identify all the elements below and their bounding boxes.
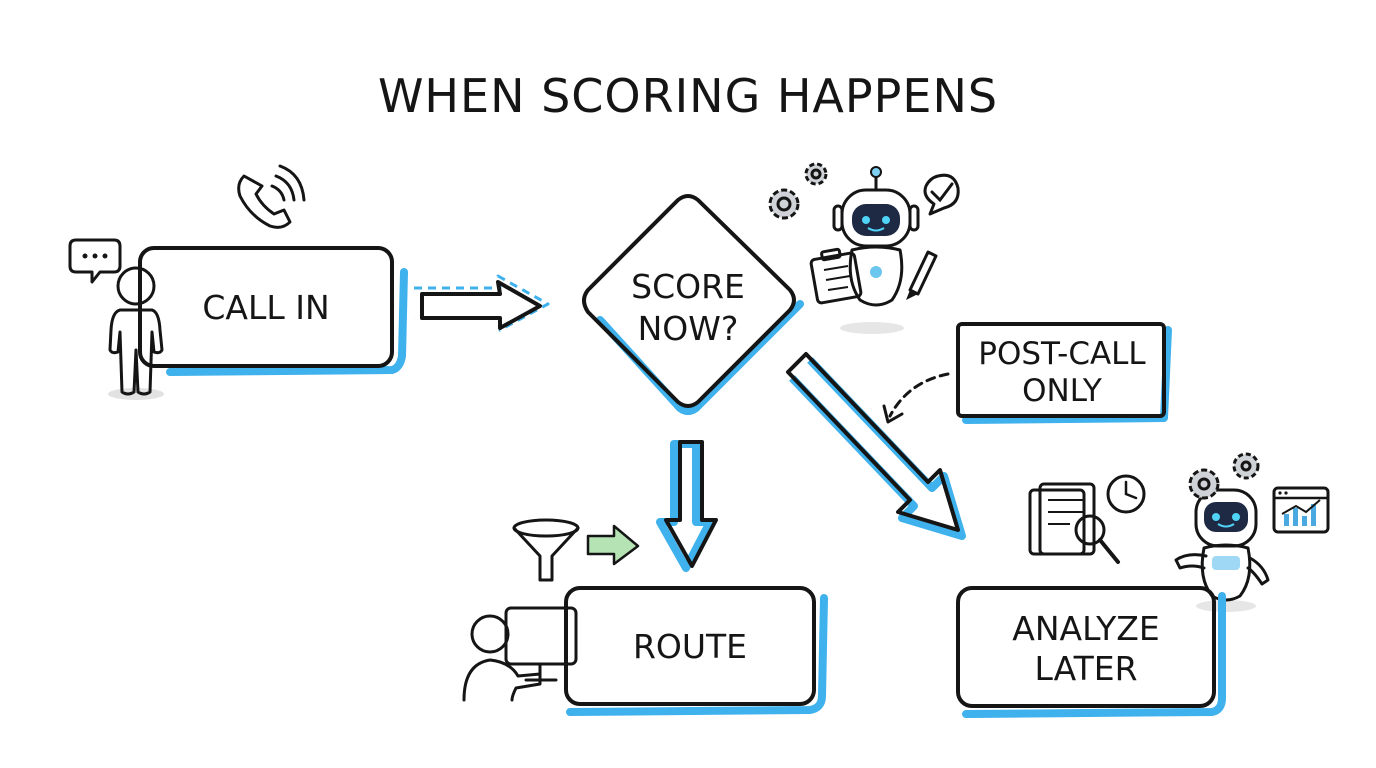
node-route-label: ROUTE	[633, 627, 747, 666]
node-score-now-label-line1: SCORE	[631, 267, 745, 306]
node-score-now-label-line2: NOW?	[638, 309, 739, 348]
node-score-now: SCORE NOW?	[582, 194, 804, 415]
node-analyze-later-label-line1: ANALYZE	[1012, 609, 1159, 648]
note-shadow	[962, 326, 1172, 424]
node-call-in-label: CALL IN	[202, 288, 329, 327]
node-analyze-later-label-line2: LATER	[1034, 649, 1137, 688]
document-search-icon	[1028, 482, 1120, 564]
gear-icon	[1188, 452, 1260, 500]
node-analyze-later: ANALYZE LATER	[956, 586, 1226, 718]
arrow-call-to-score	[414, 274, 550, 332]
arrow-score-to-route	[656, 440, 718, 572]
robot-icon	[809, 166, 938, 334]
agent-at-computer-icon	[462, 606, 578, 702]
clock-icon	[1106, 474, 1146, 514]
node-analyze-later-shadow	[962, 592, 1226, 718]
node-route-box	[564, 586, 816, 706]
node-route-shadow	[566, 594, 828, 716]
node-call-in-box	[138, 246, 394, 368]
node-score-now-shadow	[596, 300, 804, 415]
gear-icon	[768, 162, 828, 220]
page-title: WHEN SCORING HAPPENS	[378, 69, 998, 123]
note-pointer-arrow	[882, 372, 950, 424]
node-call-in: CALL IN	[138, 246, 408, 376]
check-bubble-icon	[923, 173, 960, 216]
arrow-score-to-analyze	[786, 352, 966, 540]
phone-icon	[237, 164, 306, 229]
speech-bubble-icon	[68, 238, 122, 284]
node-score-now-box	[582, 194, 796, 408]
green-arrow-icon	[586, 524, 640, 566]
node-analyze-later-box	[956, 586, 1216, 708]
robot-icon	[1174, 488, 1270, 612]
person-icon	[108, 266, 164, 400]
note-line1: POST-CALL	[978, 336, 1146, 372]
funnel-icon	[512, 518, 580, 582]
note-line2: ONLY	[1022, 373, 1102, 409]
node-call-in-shadow	[166, 268, 408, 376]
node-route: ROUTE	[564, 586, 828, 716]
note-post-call-only: POST-CALL ONLY	[956, 322, 1172, 424]
note-box	[956, 322, 1166, 418]
chart-window-icon	[1272, 486, 1330, 534]
